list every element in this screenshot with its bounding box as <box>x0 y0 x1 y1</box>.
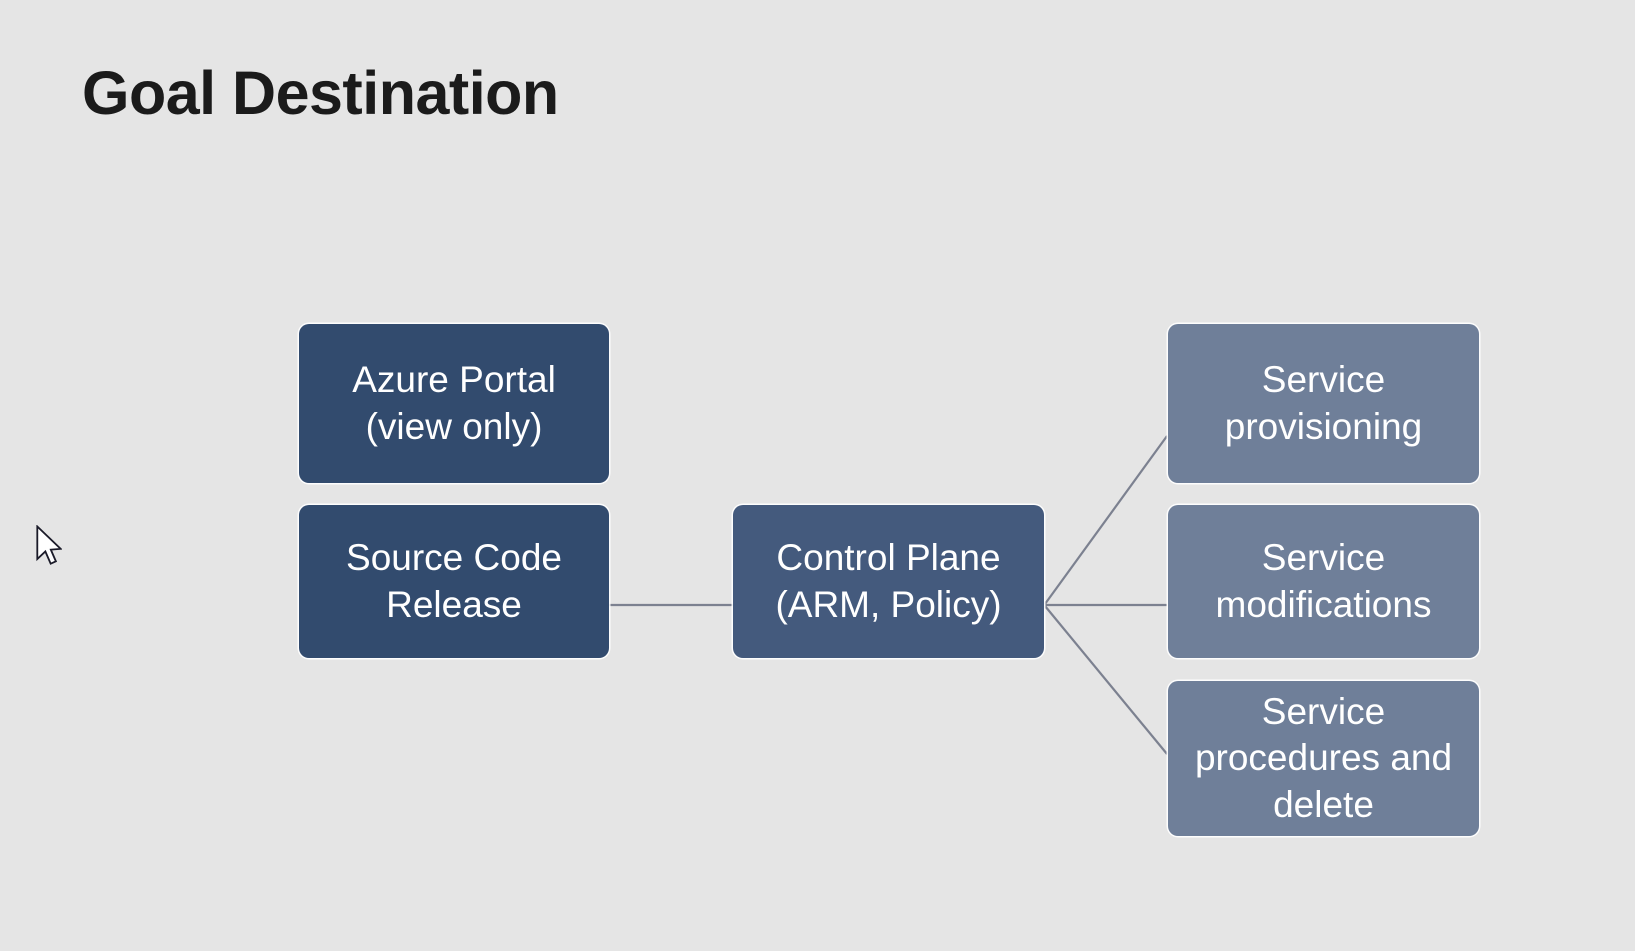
node-service-modifications[interactable]: Service modifications <box>1168 505 1479 658</box>
node-azure-portal-line2: (view only) <box>365 405 543 447</box>
node-service-procedures-line3: delete <box>1273 783 1374 825</box>
node-service-procedures-line1: Service <box>1261 690 1386 732</box>
node-azure-portal-label: Azure Portal (view only) <box>309 357 599 450</box>
edge-control-plane-to-service-provisioning <box>1044 435 1168 605</box>
node-service-modifications-line1: Service <box>1261 536 1386 578</box>
node-azure-portal-line1: Azure Portal <box>352 358 556 400</box>
arrow-pointer-icon <box>36 525 62 565</box>
node-control-plane[interactable]: Control Plane (ARM, Policy) <box>733 505 1044 658</box>
node-control-plane-line1: Control Plane <box>776 536 1001 578</box>
node-service-provisioning-label: Service provisioning <box>1178 357 1469 450</box>
node-source-code-release-label: Source Code Release <box>309 535 599 628</box>
node-service-provisioning-line2: provisioning <box>1224 405 1423 447</box>
node-service-procedures-line2: procedures and <box>1194 737 1453 779</box>
node-source-code-release-line2: Release <box>386 583 522 625</box>
node-control-plane-line2: (ARM, Policy) <box>775 583 1002 625</box>
node-service-modifications-line2: modifications <box>1215 583 1432 625</box>
node-service-provisioning[interactable]: Service provisioning <box>1168 324 1479 483</box>
edge-control-plane-to-service-procedures <box>1044 605 1168 755</box>
node-source-code-release-line1: Source Code <box>346 536 562 578</box>
node-control-plane-label: Control Plane (ARM, Policy) <box>743 535 1034 628</box>
page-title: Goal Destination <box>82 59 559 127</box>
node-service-provisioning-line1: Service <box>1261 358 1386 400</box>
node-service-modifications-label: Service modifications <box>1178 535 1469 628</box>
node-azure-portal[interactable]: Azure Portal (view only) <box>299 324 609 483</box>
node-service-procedures-and-delete[interactable]: Service procedures and delete <box>1168 681 1479 836</box>
node-service-procedures-and-delete-label: Service procedures and delete <box>1178 689 1469 829</box>
node-source-code-release[interactable]: Source Code Release <box>299 505 609 658</box>
